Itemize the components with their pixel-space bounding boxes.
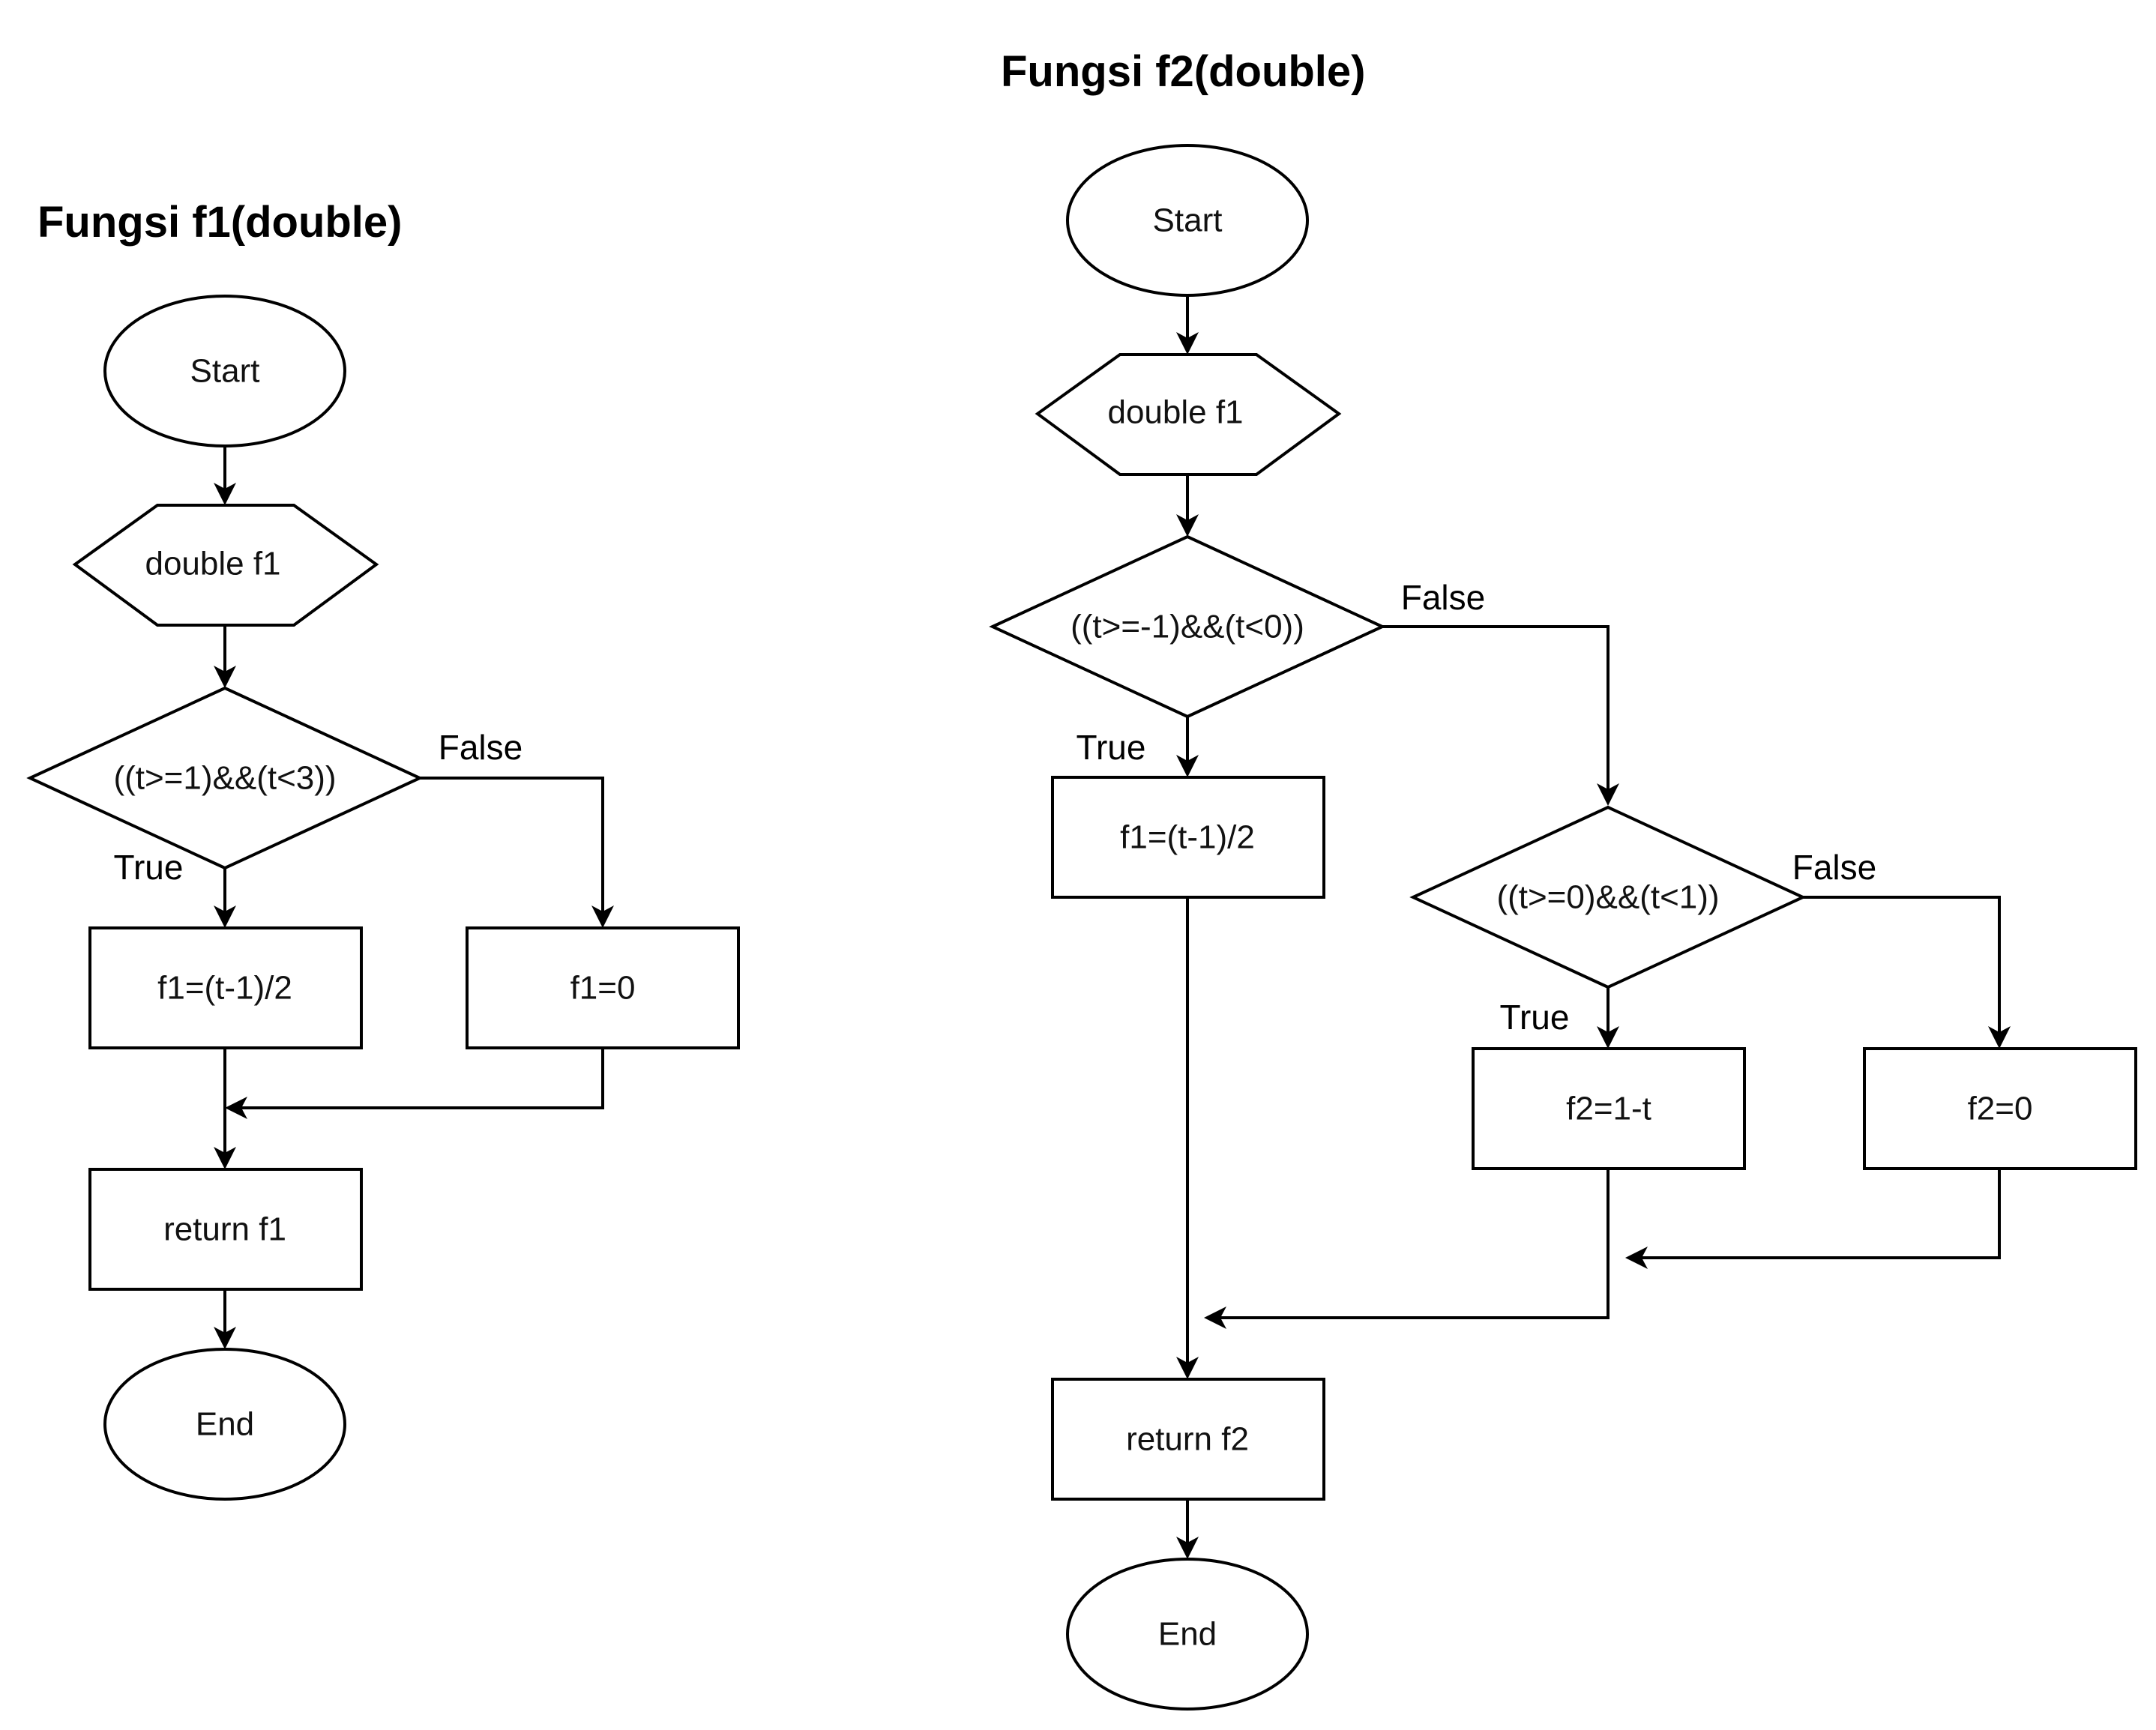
connector-line [241, 1048, 604, 1109]
true-label: True [114, 848, 184, 887]
process-box [88, 926, 363, 1049]
false-label: False [439, 728, 523, 767]
true-label: True [1077, 728, 1146, 767]
hexagon-shape [1035, 353, 1342, 476]
return-label: return f2 [1126, 1421, 1249, 1458]
process-label: f1=0 [570, 970, 636, 1007]
edge-false-branch-2: False [1792, 848, 2011, 1049]
process-box [88, 1168, 363, 1291]
process-box [1051, 1378, 1325, 1501]
edge-return-to-end [1176, 1499, 1199, 1559]
flowchart-f2: Fungsi f2(double) Start double f1 ((t>=-… [989, 47, 2137, 1711]
arrowhead [225, 1097, 247, 1119]
edge-to-return [1176, 897, 1199, 1379]
process-label: f2=1-t [1566, 1091, 1651, 1127]
diagram-title: Fungsi f1(double) [37, 198, 403, 247]
arrowhead [214, 483, 236, 505]
end-label: End [1158, 1616, 1217, 1653]
process-box [1863, 1047, 2137, 1170]
connector-line [1642, 1169, 2001, 1259]
start-terminal: Start [1066, 144, 1309, 297]
edge-return-to-end [214, 1289, 236, 1349]
input-hexagon: double f1 [72, 504, 379, 627]
arrowhead [1625, 1247, 1648, 1269]
edge-false-merge [225, 1048, 604, 1119]
edge-proc2-merge [1204, 1169, 1610, 1329]
start-label: Start [1153, 202, 1223, 239]
process-box [466, 926, 740, 1049]
arrowhead [214, 1327, 236, 1349]
process-box [1051, 776, 1325, 899]
arrowhead [1597, 783, 1619, 806]
arrowhead [214, 1147, 236, 1169]
process-f2-1-t: f2=1-t [1472, 1047, 1746, 1170]
arrowhead [1176, 1537, 1199, 1559]
input-label: double f1 [145, 546, 280, 582]
process-f2-0: f2=0 [1863, 1047, 2137, 1170]
arrowhead [1176, 1357, 1199, 1379]
false-label: False [1792, 848, 1876, 887]
true-label: True [1500, 998, 1570, 1037]
process-label: f1=(t-1)/2 [157, 970, 292, 1007]
arrowhead [591, 905, 614, 928]
edge-true-branch-1: True [1077, 717, 1199, 777]
condition-label: ((t>=0)&&(t<1)) [1496, 879, 1719, 916]
end-ellipse [103, 1348, 346, 1501]
end-ellipse [1066, 1558, 1309, 1711]
arrowhead [1176, 514, 1199, 537]
arrowhead [214, 905, 236, 928]
edge-true-branch: True [114, 848, 236, 928]
edge-true-branch-2: True [1500, 987, 1619, 1049]
arrowhead [1176, 755, 1199, 777]
process-true: f1=(t-1)/2 [88, 926, 363, 1049]
process-false: f1=0 [466, 926, 740, 1049]
decision-diamond-2: ((t>=0)&&(t<1)) [1409, 805, 1807, 989]
connector-line [1382, 625, 1610, 789]
end-terminal: End [1066, 1558, 1309, 1711]
diagram-title: Fungsi f2(double) [1001, 47, 1366, 96]
edge-false-branch: False [420, 728, 614, 928]
return-label: return f1 [163, 1211, 286, 1248]
edge-input-to-condition [214, 625, 236, 688]
return-box: return f2 [1051, 1378, 1325, 1501]
arrowhead [1176, 332, 1199, 355]
decision-diamond-1: ((t>=-1)&&(t<0)) [989, 534, 1386, 719]
arrowhead [1988, 1026, 2011, 1049]
return-box: return f1 [88, 1168, 363, 1291]
process-box [1472, 1047, 1746, 1170]
edge-start-to-input [214, 446, 236, 505]
edge-proc3-merge [1625, 1169, 2001, 1269]
edge-start-to-input [1176, 295, 1199, 355]
input-label: double f1 [1107, 394, 1243, 431]
arrowhead [1204, 1306, 1226, 1329]
start-label: Start [190, 353, 260, 390]
connector-line [1220, 1169, 1610, 1319]
hexagon-shape [72, 504, 379, 627]
flowchart-f1: Fungsi f1(double) Start double f1 ((t>=1… [26, 198, 740, 1501]
input-hexagon: double f1 [1035, 353, 1342, 476]
end-terminal: End [103, 1348, 346, 1501]
process-label: f1=(t-1)/2 [1120, 819, 1255, 856]
condition-label: ((t>=-1)&&(t<0)) [1071, 609, 1304, 645]
condition-label: ((t>=1)&&(t<3)) [113, 760, 336, 797]
edge-input-to-condition [1176, 474, 1199, 537]
arrowhead [1597, 1026, 1619, 1049]
connector-line [1803, 896, 2001, 1032]
start-terminal: Start [103, 295, 346, 447]
process-f1: f1=(t-1)/2 [1051, 776, 1325, 899]
process-label: f2=0 [1968, 1091, 2033, 1127]
edge-false-branch-1: False [1382, 578, 1619, 806]
false-label: False [1401, 578, 1485, 617]
edge-to-return [214, 1048, 236, 1169]
arrowhead [214, 666, 236, 688]
connector-line [420, 777, 604, 911]
end-label: End [196, 1406, 254, 1443]
decision-diamond: ((t>=1)&&(t<3)) [26, 686, 424, 870]
